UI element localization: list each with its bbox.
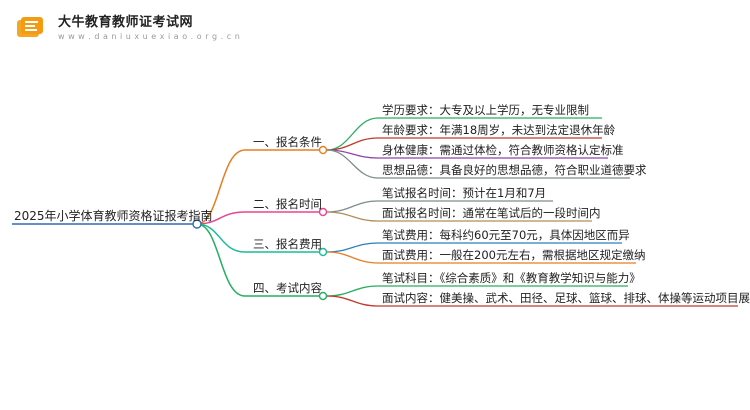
leaf-4-1-connector bbox=[326, 285, 379, 297]
leaf-1-3-label: 身体健康：需通过体检，符合教师资格认定标准 bbox=[382, 143, 624, 157]
branch-1-node bbox=[318, 145, 328, 155]
leaf-2-2-label: 面试报名时间：通常在笔试后的一段时间内 bbox=[382, 206, 601, 220]
branch-3-connector bbox=[196, 223, 246, 253]
branch-1-connector bbox=[196, 149, 246, 225]
branch-4-connector bbox=[196, 223, 246, 297]
leaf-1-2-label: 年龄要求：年满18周岁，未达到法定退休年龄 bbox=[382, 123, 616, 137]
root-node bbox=[192, 219, 202, 229]
leaf-3-2-label: 面试费用：一般在200元左右，需根据地区规定缴纳 bbox=[382, 248, 646, 262]
branch-3-label: 三、报名费用 bbox=[253, 237, 322, 251]
branch-1-label: 一、报名条件 bbox=[253, 135, 322, 149]
branch-4-label: 四、考试内容 bbox=[253, 281, 322, 295]
branch-3-node bbox=[318, 247, 328, 257]
branch-2-label: 二、报名时间 bbox=[253, 197, 322, 211]
leaf-4-2-connector bbox=[326, 295, 379, 307]
logo-url: w w w . d a n i u x u e x i a o . o r g … bbox=[58, 31, 241, 41]
branch-4-node bbox=[318, 291, 328, 301]
branch-2-node bbox=[318, 207, 328, 217]
leaf-4-1-label: 笔试科目：《综合素质》和《教育教学知识与能力》 bbox=[382, 271, 641, 285]
leaf-2-2-connector bbox=[326, 211, 379, 222]
logo: 大牛教育教师证考试网 w w w . d a n i u x u e x i a… bbox=[14, 14, 240, 42]
leaf-1-4-label: 思想品德：具备良好的思想品德，符合职业道德要求 bbox=[382, 163, 647, 177]
leaf-3-1-connector bbox=[326, 242, 379, 253]
leaf-2-1-label: 笔试报名时间：预计在1月和7月 bbox=[382, 186, 547, 200]
leaf-3-2-connector bbox=[326, 251, 379, 264]
root-label: 2025年小学体育教师资格证报考指南 bbox=[14, 209, 213, 223]
leaf-1-4-connector bbox=[326, 149, 379, 179]
leaf-3-1-label: 笔试费用：每科约60元至70元，具体因地区而异 bbox=[382, 228, 630, 242]
leaf-1-1-connector bbox=[326, 117, 379, 151]
branch-2-connector bbox=[196, 211, 246, 225]
leaf-4-2-label: 面试内容：健美操、武术、田径、足球、篮球、排球、体操等运动项目展示 bbox=[382, 291, 750, 305]
book-logo-icon bbox=[17, 17, 43, 37]
leaf-1-1-label: 学历要求：大专及以上学历，无专业限制 bbox=[382, 103, 589, 117]
logo-title: 大牛教育教师证考试网 bbox=[58, 14, 194, 30]
leaf-2-1-connector bbox=[326, 200, 379, 213]
